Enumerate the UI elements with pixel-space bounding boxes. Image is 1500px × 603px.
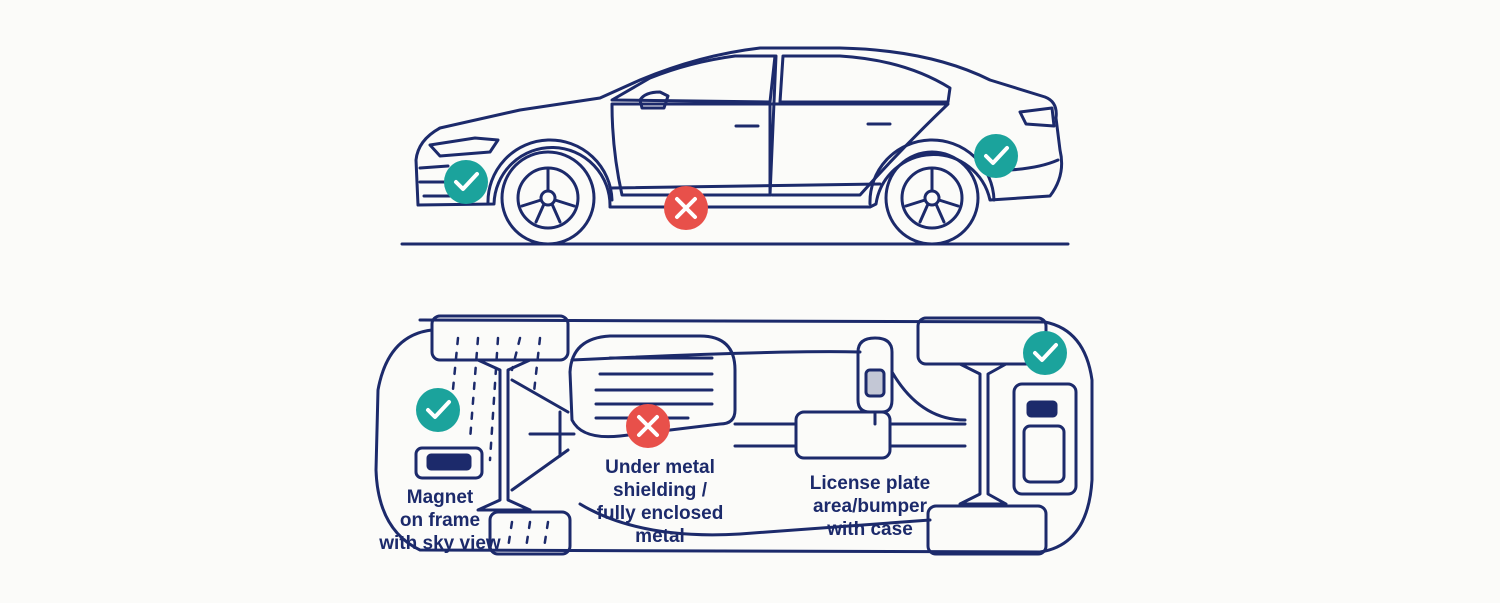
chassis-outline xyxy=(374,318,1094,554)
front-wheel-arch xyxy=(486,138,614,206)
label-line: with case xyxy=(827,519,913,540)
label-line: License plate xyxy=(809,473,931,494)
label-line: fully enclosed xyxy=(596,503,724,524)
side-sill xyxy=(610,182,882,190)
center-differential xyxy=(794,410,892,460)
check-icon xyxy=(444,160,488,204)
car-body-outline xyxy=(414,46,1064,209)
rear-window xyxy=(778,54,952,104)
label-under-metal-shielding: Under metal shielding / fully enclosed m… xyxy=(580,456,740,548)
front-wheel xyxy=(500,150,596,246)
tail-light xyxy=(1018,106,1056,128)
rear-bumper-line xyxy=(1008,158,1060,172)
front-door xyxy=(610,102,772,197)
check-icon xyxy=(416,388,460,432)
bumper-housing xyxy=(1012,382,1078,496)
bumper-housing-inner xyxy=(1022,424,1066,484)
front-cross-arms xyxy=(510,378,576,492)
label-line: on frame xyxy=(399,510,481,531)
right-rail xyxy=(890,370,967,422)
rear-wheel-bottom xyxy=(926,504,1048,556)
label-magnet-on-frame: Magnet on frame with sky view xyxy=(370,486,510,555)
rear-door xyxy=(770,102,950,197)
front-wheel-bottom xyxy=(488,510,572,556)
front-wheel-top xyxy=(430,314,570,362)
label-line: metal xyxy=(635,526,685,547)
front-window xyxy=(610,54,777,104)
rear-axle xyxy=(958,362,1008,506)
label-line: with sky view xyxy=(379,533,501,554)
metal-shield-panel xyxy=(568,334,737,439)
exhaust-hanger xyxy=(856,336,894,414)
label-line: shielding / xyxy=(613,480,707,501)
tracker-in-case xyxy=(864,368,886,398)
car-side-view xyxy=(400,46,1070,246)
magnet-tracker xyxy=(414,446,484,480)
tread-marks xyxy=(448,336,550,550)
label-line: Magnet xyxy=(406,487,474,508)
left-rail xyxy=(570,350,932,537)
label-license-plate-area: License plate area/bumper with case xyxy=(795,472,945,541)
shield-lines xyxy=(594,356,714,420)
x-icon xyxy=(664,186,708,230)
plate-tracker xyxy=(1026,400,1058,418)
front-axle xyxy=(476,358,532,512)
label-line: Under metal xyxy=(605,457,715,478)
car-underside-view xyxy=(374,314,1094,556)
check-icon xyxy=(974,134,1018,178)
headlight xyxy=(428,136,500,158)
side-mirror xyxy=(638,90,670,110)
x-icon xyxy=(626,404,670,448)
label-line: area/bumper xyxy=(812,496,928,517)
check-icon xyxy=(1023,331,1067,375)
rear-wheel xyxy=(884,150,980,246)
